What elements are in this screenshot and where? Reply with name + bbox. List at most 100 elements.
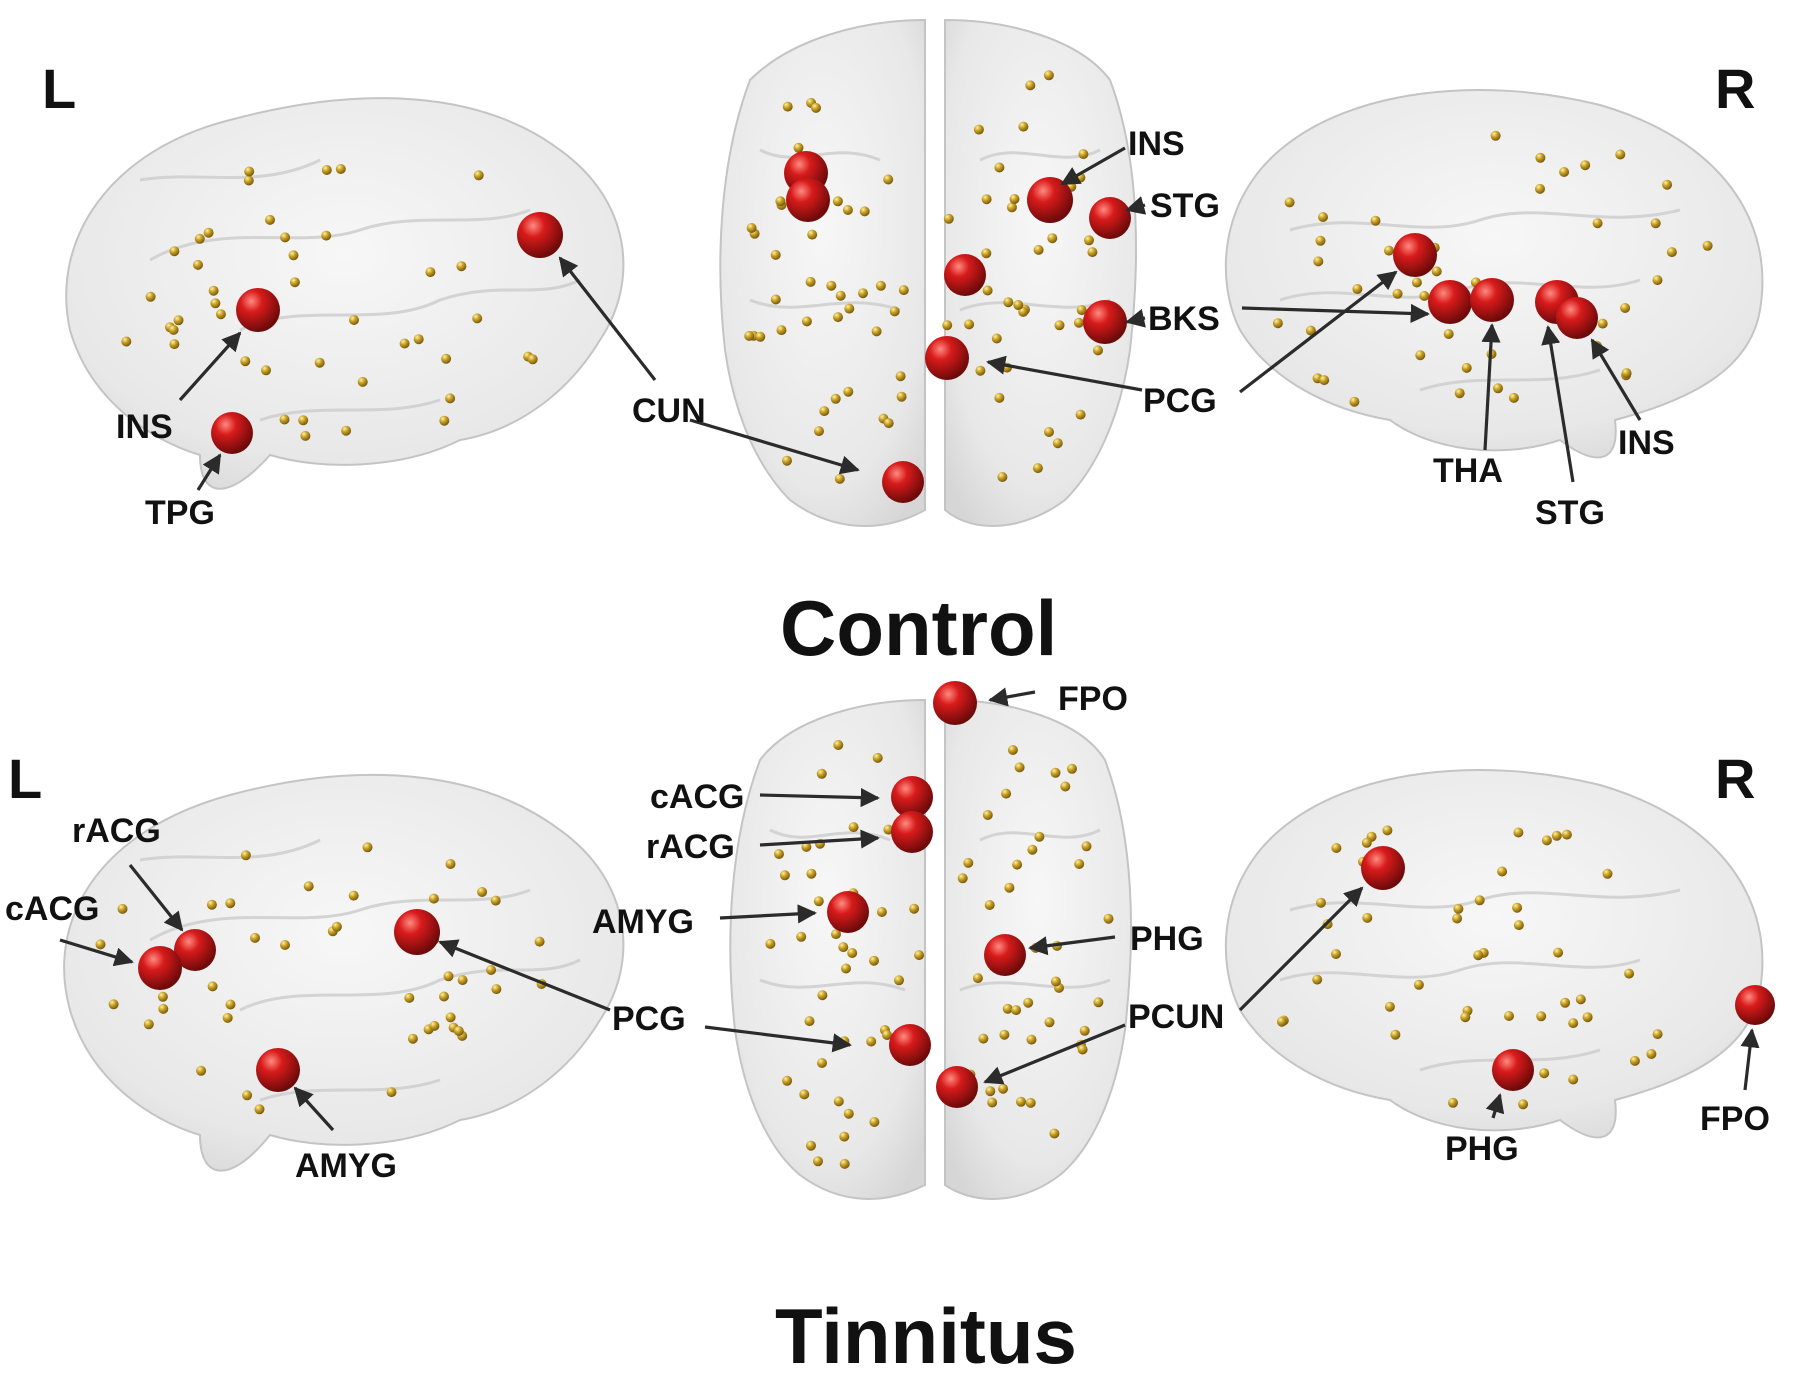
tinnitus-regular-node — [894, 975, 904, 986]
control-regular-node — [169, 246, 180, 257]
tinnitus-regular-node — [1049, 1128, 1060, 1139]
tinnitus-regular-node — [1382, 825, 1393, 836]
tinnitus-regular-node — [303, 881, 314, 892]
tinnitus-regular-node — [404, 992, 415, 1003]
control-regular-node — [1621, 368, 1632, 379]
control-regular-node — [991, 333, 1002, 344]
tinnitus-regular-node — [222, 1012, 233, 1023]
control-regular-node — [1615, 149, 1626, 160]
tinnitus-arrows — [59, 687, 1760, 1132]
tinnitus-regular-node — [1497, 866, 1508, 877]
arrow-c-amyg — [719, 904, 817, 924]
tinnitus-regular-node — [909, 903, 920, 914]
control-regular-node — [1003, 297, 1014, 308]
control-regular-node — [943, 213, 954, 224]
tinnitus-regular-node — [206, 899, 217, 910]
tinnitus-hub-l-racg — [174, 929, 216, 971]
tinnitus-regular-node — [445, 1012, 456, 1023]
control-regular-node — [215, 309, 226, 320]
tinnitus-regular-node — [1413, 979, 1424, 990]
control-regular-node — [243, 175, 254, 186]
control-regular-node — [145, 291, 156, 302]
control-regular-node — [1559, 167, 1570, 177]
tinnitus-regular-node — [445, 859, 456, 869]
label-fpo: FPO — [1058, 680, 1128, 718]
tinnitus-regular-node — [1079, 1025, 1090, 1036]
control-regular-node — [456, 261, 467, 272]
control-regular-node — [240, 356, 251, 367]
control-hub-r-tha — [1470, 278, 1514, 322]
tinnitus-regular-node — [491, 984, 502, 995]
control-regular-node — [981, 248, 992, 259]
control-regular-node — [1493, 383, 1503, 394]
tinnitus-regular-node — [1539, 1068, 1550, 1079]
control-regular-node — [896, 391, 907, 402]
control-regular-node — [261, 365, 271, 376]
tinnitus-regular-node — [143, 1019, 154, 1030]
tinnitus-regular-node — [1027, 844, 1038, 855]
label-c-amyg: AMYG — [592, 903, 694, 941]
control-hub-r-bks — [1428, 280, 1472, 324]
control-regular-node — [321, 230, 332, 241]
control-arrows — [178, 146, 1642, 491]
tinnitus-regular-node — [799, 1089, 810, 1100]
control-regular-node — [121, 336, 132, 347]
tinnitus-regular-node — [987, 1097, 998, 1108]
control-regular-node — [1084, 235, 1094, 246]
tinnitus-regular-node — [984, 900, 995, 910]
tinnitus-hub-nodes — [138, 681, 1775, 1108]
arrow-c-ins — [1060, 146, 1126, 186]
tinnitus-regular-node — [158, 1003, 169, 1014]
control-regular-node — [1370, 215, 1381, 226]
control-regular-node — [288, 250, 299, 261]
control-hub-c-pcg — [925, 336, 969, 380]
tinnitus-regular-node — [833, 740, 844, 750]
control-regular-node — [1315, 235, 1326, 246]
tinnitus-regular-node — [386, 1087, 397, 1098]
tinnitus-regular-node — [1652, 1029, 1663, 1040]
control-regular-node — [1490, 130, 1501, 141]
control-regular-node — [208, 285, 219, 296]
tinnitus-regular-node — [779, 870, 790, 881]
label-pcun: PCUN — [1128, 998, 1224, 1036]
label-l-tpg: TPG — [145, 494, 215, 532]
tinnitus-regular-node — [765, 938, 776, 949]
tinnitus-regular-nodes — [95, 740, 1663, 1169]
tinnitus-regular-node — [1513, 827, 1524, 838]
tinnitus-regular-node — [486, 965, 497, 975]
control-regular-node — [413, 334, 424, 345]
control-regular-node — [399, 338, 410, 349]
control-regular-node — [1052, 438, 1063, 449]
tinnitus-regular-node — [254, 1104, 265, 1115]
tinnitus-regular-node — [1316, 897, 1326, 908]
control-regular-node — [793, 142, 804, 153]
tinnitus-regular-node — [999, 1029, 1010, 1040]
control-regular-node — [782, 455, 792, 466]
control-regular-node — [1535, 183, 1545, 194]
tinnitus-regular-node — [1390, 1029, 1401, 1040]
control-regular-node — [883, 418, 894, 429]
control-regular-node — [298, 415, 309, 426]
tinnitus-regular-node — [1504, 1011, 1514, 1021]
tinnitus-regular-node — [225, 898, 236, 909]
tinnitus-regular-node — [443, 971, 454, 982]
tinnitus-regular-node — [1473, 950, 1484, 961]
arrow-cun-l — [558, 256, 657, 381]
control-title: Control — [780, 584, 1057, 672]
tinnitus-regular-node — [972, 973, 983, 984]
control-regular-node — [193, 259, 203, 270]
tinnitus-regular-node — [813, 896, 824, 907]
tinnitus-regular-node — [242, 1090, 253, 1101]
tinnitus-regular-node — [841, 963, 851, 974]
tinnitus-regular-node — [1331, 843, 1342, 853]
tinnitus-regular-node — [1050, 767, 1061, 778]
tinnitus-regular-node — [839, 1158, 850, 1169]
control-regular-node — [1044, 427, 1054, 437]
control-regular-node — [835, 290, 846, 301]
control-regular-node — [341, 425, 352, 436]
control-regular-node — [194, 233, 205, 244]
tinnitus-regular-node — [1331, 949, 1341, 959]
control-regular-node — [833, 312, 843, 323]
tinnitus-hub-l-pcg — [394, 909, 440, 955]
tinnitus-regular-node — [804, 1016, 815, 1027]
